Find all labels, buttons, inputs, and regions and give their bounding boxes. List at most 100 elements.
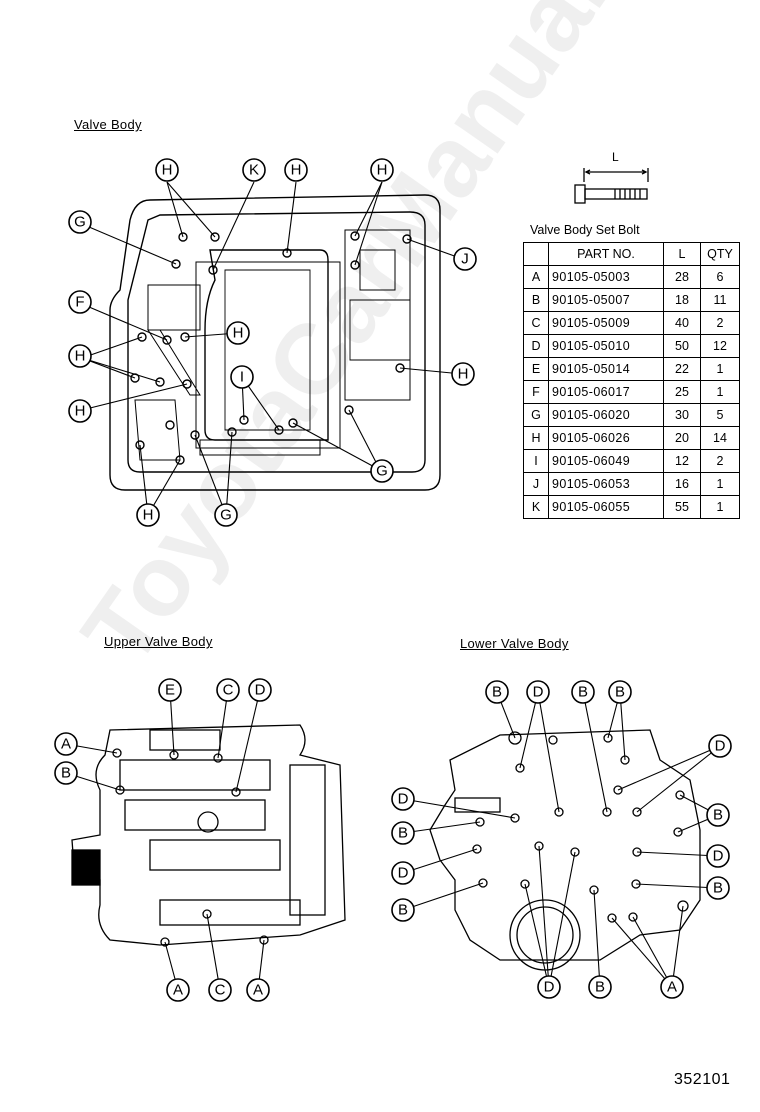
cell-length: 50: [663, 334, 701, 358]
svg-text:G: G: [376, 463, 388, 480]
callout-lvb-d-1: D: [526, 680, 550, 704]
svg-text:D: D: [544, 979, 555, 996]
callout-uvb-c-2: C: [208, 978, 232, 1002]
callout-vb-h-7: H: [68, 399, 92, 423]
cell-qty: 14: [700, 426, 740, 450]
callout-vb-h-6: H: [451, 362, 475, 386]
callout-vb-h-3: H: [370, 158, 394, 182]
callout-vb-f: F: [68, 290, 92, 314]
bolt-illustration: [574, 168, 649, 204]
table-title: Valve Body Set Bolt: [530, 223, 640, 237]
cell-part-no: 90105-06026: [548, 426, 664, 450]
svg-text:B: B: [615, 684, 625, 701]
callout-lvb-b-4: B: [706, 803, 730, 827]
svg-text:H: H: [291, 162, 302, 179]
header-length: L: [663, 242, 701, 266]
svg-text:B: B: [595, 979, 605, 996]
svg-text:J: J: [461, 251, 469, 268]
cell-length: 40: [663, 311, 701, 335]
callout-lvb-d-4: D: [706, 844, 730, 868]
callout-lvb-d-3: D: [391, 787, 415, 811]
cell-qty: 6: [700, 265, 740, 289]
callout-vb-g-1: G: [68, 210, 92, 234]
callout-vb-h-8: H: [136, 503, 160, 527]
cell-qty: 5: [700, 403, 740, 427]
cell-length: 55: [663, 495, 701, 519]
svg-text:A: A: [61, 736, 71, 753]
svg-text:E: E: [165, 682, 175, 699]
cell-code: D: [523, 334, 549, 358]
cell-part-no: 90105-05014: [548, 357, 664, 381]
cell-qty: 1: [700, 495, 740, 519]
cell-length: 20: [663, 426, 701, 450]
svg-text:A: A: [253, 982, 263, 999]
cell-part-no: 90105-06053: [548, 472, 664, 496]
svg-text:H: H: [458, 366, 469, 383]
svg-text:F: F: [75, 294, 84, 311]
cell-code: B: [523, 288, 549, 312]
callout-vb-g-2: G: [370, 459, 394, 483]
svg-text:D: D: [713, 848, 724, 865]
cell-code: I: [523, 449, 549, 473]
upper-valve-body-drawing: [71, 724, 346, 947]
callout-lvb-d-6: D: [537, 975, 561, 999]
cell-qty: 12: [700, 334, 740, 358]
cell-part-no: 90105-06055: [548, 495, 664, 519]
section-title-upper-valve-body: Upper Valve Body: [104, 634, 213, 649]
cell-qty: 11: [700, 288, 740, 312]
callout-vb-h-5: H: [68, 344, 92, 368]
cell-code: G: [523, 403, 549, 427]
cell-part-no: 90105-06017: [548, 380, 664, 404]
callout-lvb-d-5: D: [391, 861, 415, 885]
callout-vb-h-4: H: [226, 321, 250, 345]
callout-vb-j: J: [453, 247, 477, 271]
svg-text:B: B: [398, 902, 408, 919]
table-header-row: PART NO. L QTY: [523, 242, 740, 266]
svg-text:C: C: [215, 982, 226, 999]
svg-text:B: B: [61, 765, 71, 782]
cell-code: C: [523, 311, 549, 335]
cell-part-no: 90105-06049: [548, 449, 664, 473]
cell-part-no: 90105-05009: [548, 311, 664, 335]
svg-text:H: H: [75, 403, 86, 420]
callout-vb-h-2: H: [284, 158, 308, 182]
callout-lvb-b-6: B: [706, 876, 730, 900]
svg-text:D: D: [398, 791, 409, 808]
cell-part-no: 90105-05007: [548, 288, 664, 312]
svg-text:K: K: [249, 162, 259, 179]
callout-vb-k: K: [242, 158, 266, 182]
svg-text:D: D: [533, 684, 544, 701]
cell-qty: 2: [700, 449, 740, 473]
callout-uvb-b: B: [54, 761, 78, 785]
callout-uvb-a-3: A: [246, 978, 270, 1002]
svg-text:D: D: [255, 682, 266, 699]
cell-length: 22: [663, 357, 701, 381]
svg-text:D: D: [715, 738, 726, 755]
callout-vb-h-1: H: [155, 158, 179, 182]
callout-vb-i: I: [230, 365, 254, 389]
svg-text:D: D: [398, 865, 409, 882]
cell-length: 12: [663, 449, 701, 473]
header-code: [523, 242, 549, 266]
svg-text:H: H: [75, 348, 86, 365]
section-title-valve-body: Valve Body: [74, 117, 142, 132]
cell-code: K: [523, 495, 549, 519]
header-qty: QTY: [700, 242, 740, 266]
svg-text:H: H: [377, 162, 388, 179]
callout-uvb-c-1: C: [216, 678, 240, 702]
svg-text:G: G: [74, 214, 86, 231]
svg-text:B: B: [398, 825, 408, 842]
svg-text:A: A: [173, 982, 183, 999]
cell-code: E: [523, 357, 549, 381]
cell-code: A: [523, 265, 549, 289]
callout-lvb-b-1: B: [485, 680, 509, 704]
cell-code: F: [523, 380, 549, 404]
